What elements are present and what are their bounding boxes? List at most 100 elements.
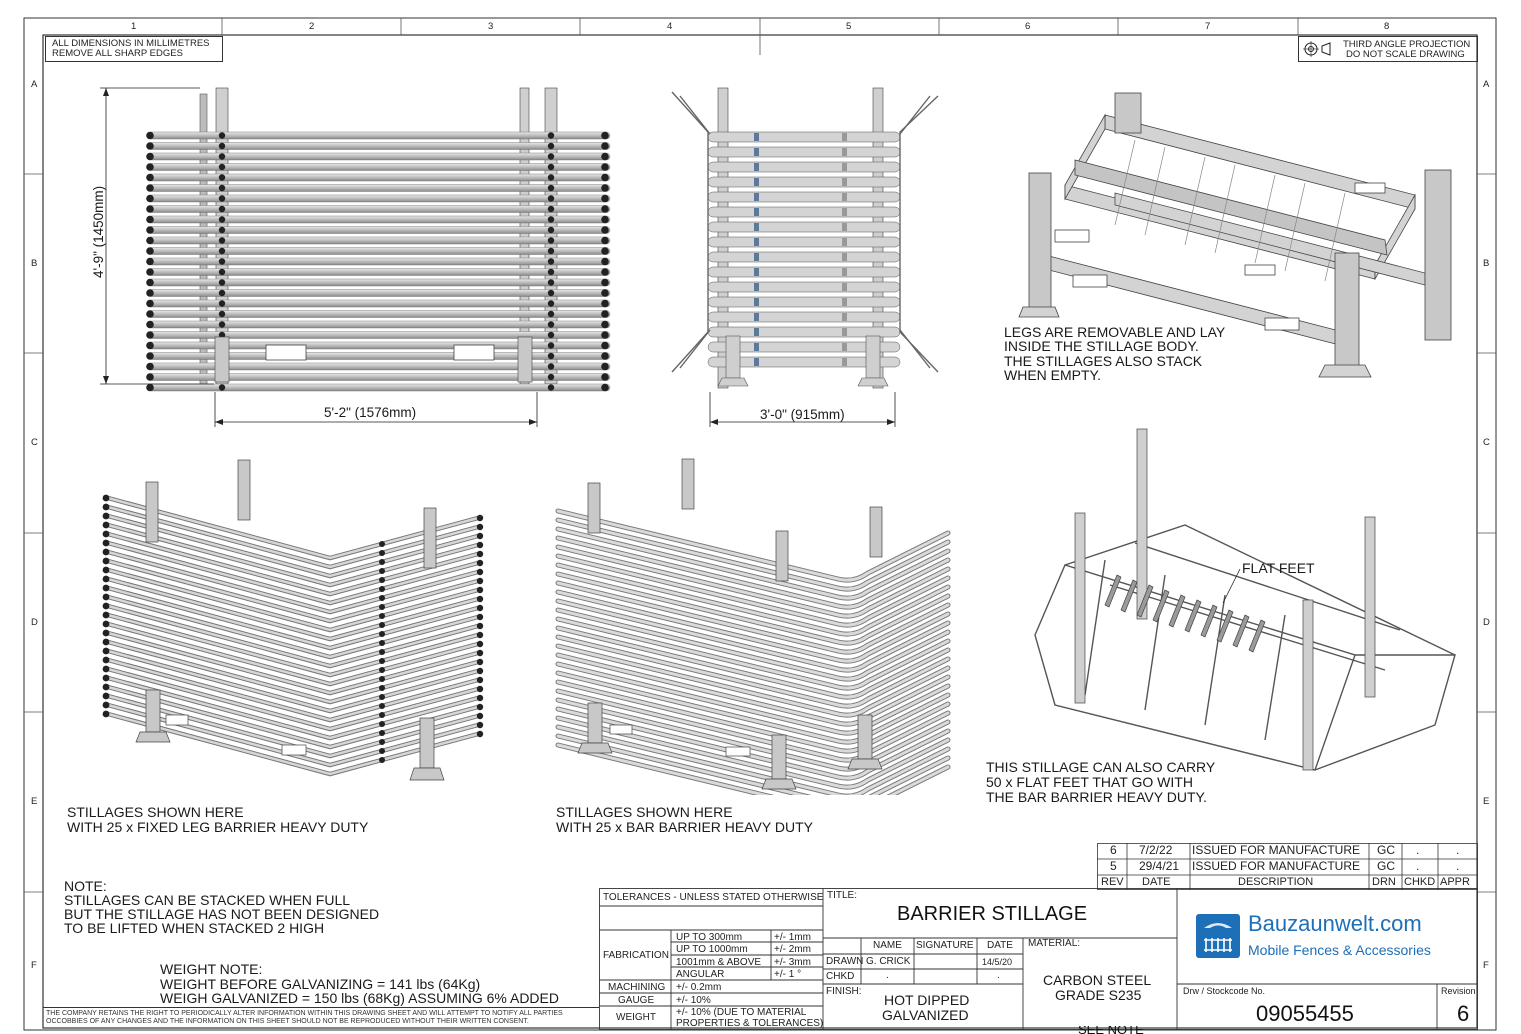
rev-description: ISSUED FOR MANUFACTURE	[1192, 861, 1361, 872]
zone-row-f-left: F	[31, 960, 37, 971]
gauge-value: +/- 10%	[676, 995, 711, 1006]
iso-flat-feet-stillage	[1034, 428, 1456, 771]
material-line2: GRADE S235	[1055, 987, 1142, 1003]
chkd-date: .	[997, 970, 1000, 981]
zone-row-c-left: C	[31, 437, 38, 448]
machining-label: MACHINING	[608, 982, 666, 993]
zone-row-f-right: F	[1483, 960, 1489, 971]
rev-appr: .	[1456, 845, 1460, 856]
drawn-label: DRAWN	[826, 956, 864, 967]
machining-value: +/- 0.2mm	[676, 982, 722, 993]
flat-feet-note-line3: THE BAR BARRIER HEAVY DUTY.	[986, 789, 1207, 805]
zone-row-e-left: E	[31, 796, 38, 807]
dimensions-note-line2: REMOVE ALL SHARP EDGES	[52, 48, 183, 59]
rev-chkd: .	[1416, 845, 1420, 856]
gauge-label: GAUGE	[618, 995, 655, 1006]
copyright-line1: THE COMPANY RETAINS THE RIGHT TO PERIODI…	[46, 1010, 563, 1017]
flat-feet-label: FLAT FEET	[1242, 560, 1315, 576]
zone-row-d-right: D	[1483, 617, 1490, 628]
company-name[interactable]: Bauzaunwelt.com	[1248, 911, 1422, 936]
material-line1: CARBON STEEL	[1043, 972, 1152, 988]
company-tagline: Mobile Fences & Accessories	[1248, 942, 1431, 958]
side-width-dimension: 3'-0" (915mm)	[760, 407, 845, 422]
fabrication-tol: +/- 3mm	[774, 956, 811, 968]
title-label: TITLE:	[827, 890, 858, 901]
drawing-title: BARRIER STILLAGE	[897, 903, 1088, 925]
zone-col-6: 6	[1025, 21, 1031, 32]
zone-col-4: 4	[667, 21, 673, 32]
iso-fixed-leg-caption-line1: STILLAGES SHOWN HERE	[67, 804, 244, 820]
rev-date: 29/4/21	[1139, 861, 1180, 872]
zone-row-e-right: E	[1483, 796, 1490, 807]
drawn-date: 14/5/20	[982, 957, 1013, 967]
zone-col-1: 1	[131, 21, 137, 32]
note-line2: BUT THE STILLAGE HAS NOT BEEN DESIGNED	[64, 906, 380, 922]
fabrication-label: FABRICATION	[603, 950, 669, 961]
drawing-number: 09055455	[1256, 1001, 1354, 1026]
third-angle-projection-icon	[1303, 41, 1331, 57]
fabrication-range: 1001mm & ABOVE	[676, 956, 762, 968]
iso-empty-stillage	[1018, 92, 1452, 378]
iso-empty-note-line4: WHEN EMPTY.	[1004, 367, 1101, 383]
zone-row-a-left: A	[31, 79, 38, 90]
rev-rev: 5	[1110, 861, 1117, 872]
weight-tol-value-line1: +/- 10% (DUE TO MATERIAL	[676, 1007, 807, 1018]
col-header-name: NAME	[873, 940, 902, 951]
side-view	[671, 87, 939, 427]
iso-empty-note-line3: THE STILLAGES ALSO STACK	[1004, 353, 1203, 369]
weight-tol-value-line2: PROPERTIES & TOLERANCES)	[676, 1018, 824, 1029]
weight-note-line1: WEIGHT BEFORE GALVANIZING = 141 lbs (64K…	[160, 976, 481, 992]
iso-bar-barrier-stillage	[555, 458, 951, 795]
flat-feet-note-line1: THIS STILLAGE CAN ALSO CARRY	[986, 759, 1216, 775]
finish-label: FINISH:	[826, 986, 862, 997]
rev-header-description: DESCRIPTION	[1238, 877, 1314, 888]
dimensions-note-box: ALL DIMENSIONS IN MILLIMETRES REMOVE ALL…	[45, 36, 223, 62]
iso-fixed-leg-stillage	[102, 459, 484, 781]
finish-line2: GALVANIZED	[882, 1007, 969, 1023]
drw-stockcode-label: Drw / Stockcode No.	[1183, 986, 1266, 996]
fabrication-tol: +/- 2mm	[774, 944, 811, 956]
see-note: SEE NOTE	[1078, 1026, 1144, 1034]
drawn-name: G. CRICK	[866, 956, 911, 967]
front-width-dimension: 5'-2" (1576mm)	[324, 405, 417, 420]
title-block-grid	[599, 888, 1478, 1030]
fabrication-tol: +/- 1 °	[774, 969, 802, 981]
zone-col-2: 2	[309, 21, 315, 32]
zone-row-c-right: C	[1483, 437, 1490, 448]
iso-empty-note-line2: INSIDE THE STILLAGE BODY.	[1004, 338, 1199, 354]
note-heading: NOTE:	[64, 878, 107, 894]
chkd-label: CHKD	[826, 971, 855, 982]
col-header-date: DATE	[987, 940, 1013, 951]
iso-bar-caption-line2: WITH 25 x BAR BARRIER HEAVY DUTY	[556, 819, 813, 835]
zone-row-b-right: B	[1483, 258, 1490, 269]
material-label: MATERIAL:	[1028, 938, 1081, 949]
front-height-dimension: 4'-9" (1450mm)	[91, 185, 106, 278]
rev-appr: .	[1456, 861, 1460, 872]
projection-note-box: THIRD ANGLE PROJECTION DO NOT SCALE DRAW…	[1298, 36, 1478, 62]
dimensions-note-line1: ALL DIMENSIONS IN MILLIMETRES	[52, 38, 210, 49]
zone-row-d-left: D	[31, 617, 38, 628]
rev-rev: 6	[1110, 845, 1117, 856]
rev-header-chkd: CHKD	[1404, 877, 1436, 888]
copyright-line2: OCCOBBIES OF ANY CHANGES AND THE INFORMA…	[46, 1018, 529, 1025]
iso-fixed-leg-caption-line2: WITH 25 x FIXED LEG BARRIER HEAVY DUTY	[67, 819, 369, 835]
front-view	[100, 87, 611, 427]
weight-note-line2: WEIGH GALVANIZED = 150 lbs (68Kg) ASSUMI…	[160, 990, 559, 1006]
rev-header-drn: DRN	[1372, 877, 1396, 888]
iso-empty-note-line1: LEGS ARE REMOVABLE AND LAY	[1004, 324, 1226, 340]
finish-line1: HOT DIPPED	[884, 992, 970, 1008]
fabrication-range: UP TO 1000mm	[676, 944, 748, 956]
rev-drn: GC	[1377, 845, 1395, 856]
zone-col-8: 8	[1384, 21, 1390, 32]
projection-note-line2: DO NOT SCALE DRAWING	[1346, 49, 1465, 60]
rev-date: 7/2/22	[1139, 845, 1173, 856]
zone-row-a-right: A	[1483, 79, 1490, 90]
tolerance-header: TOLERANCES - UNLESS STATED OTHERWISE	[603, 892, 824, 903]
weight-note-heading: WEIGHT NOTE:	[160, 961, 263, 977]
rev-drn: GC	[1377, 861, 1395, 872]
rev-description: ISSUED FOR MANUFACTURE	[1192, 845, 1361, 856]
rev-header-appr: APPR	[1440, 877, 1470, 888]
revision-table-grid	[1097, 843, 1478, 890]
zone-col-7: 7	[1205, 21, 1211, 32]
